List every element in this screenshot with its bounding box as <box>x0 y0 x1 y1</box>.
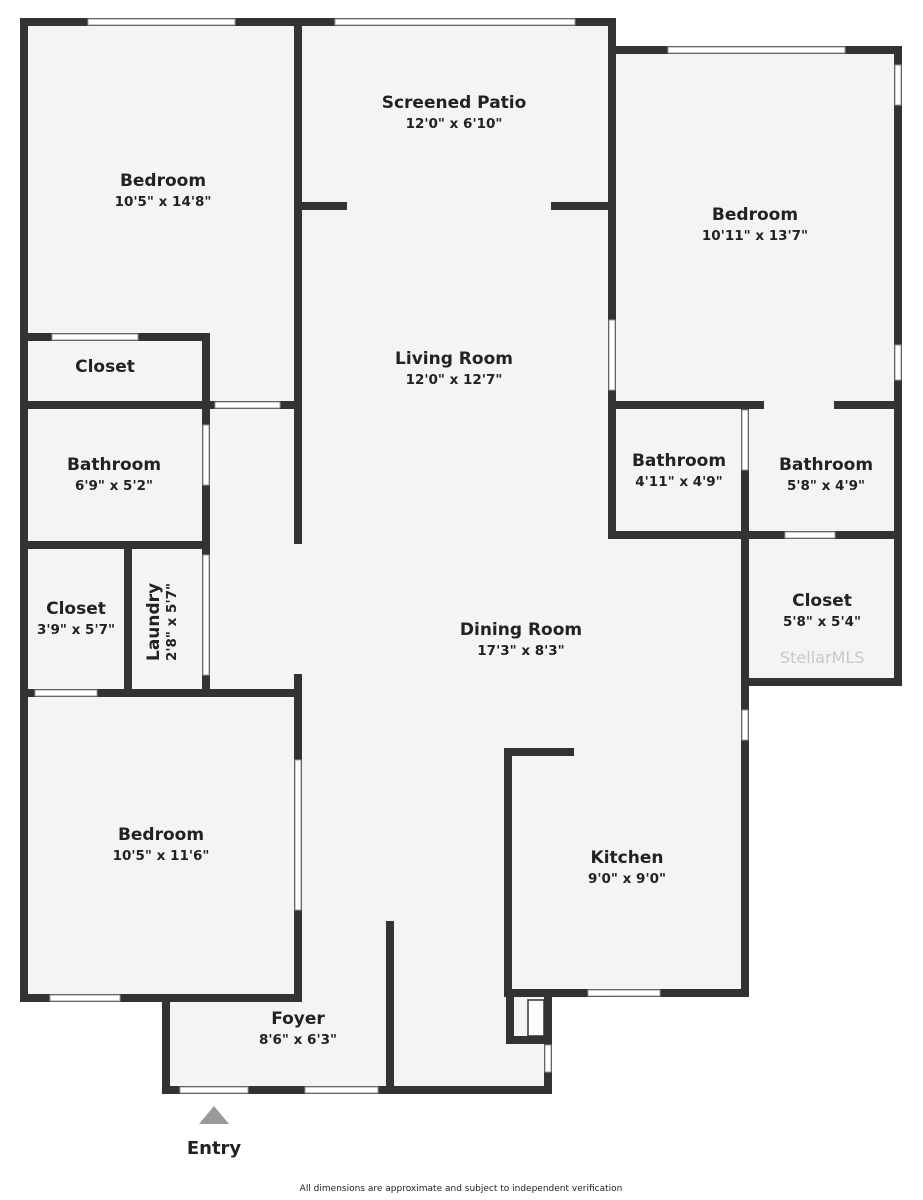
window <box>784 531 836 539</box>
window <box>304 1086 379 1094</box>
window <box>334 18 576 26</box>
watermark: StellarMLS <box>780 648 865 667</box>
window <box>202 554 210 676</box>
window <box>179 1086 249 1094</box>
window <box>741 709 749 741</box>
window <box>87 18 236 26</box>
window <box>741 409 749 471</box>
window <box>608 319 616 391</box>
windows <box>34 18 902 1094</box>
window <box>294 759 302 911</box>
window <box>587 989 661 997</box>
window <box>49 994 121 1002</box>
disclaimer: All dimensions are approximate and subje… <box>299 1184 623 1194</box>
window <box>34 689 98 697</box>
entry-label: Entry <box>186 1138 242 1159</box>
window <box>202 424 210 486</box>
window <box>214 401 281 409</box>
room-label: Closet <box>75 357 135 377</box>
stair-hatch <box>527 999 545 1037</box>
entry-arrow-icon <box>199 1106 229 1124</box>
window <box>894 344 902 381</box>
window <box>667 46 846 54</box>
window <box>894 64 902 106</box>
window <box>544 1044 552 1073</box>
window <box>51 333 139 341</box>
